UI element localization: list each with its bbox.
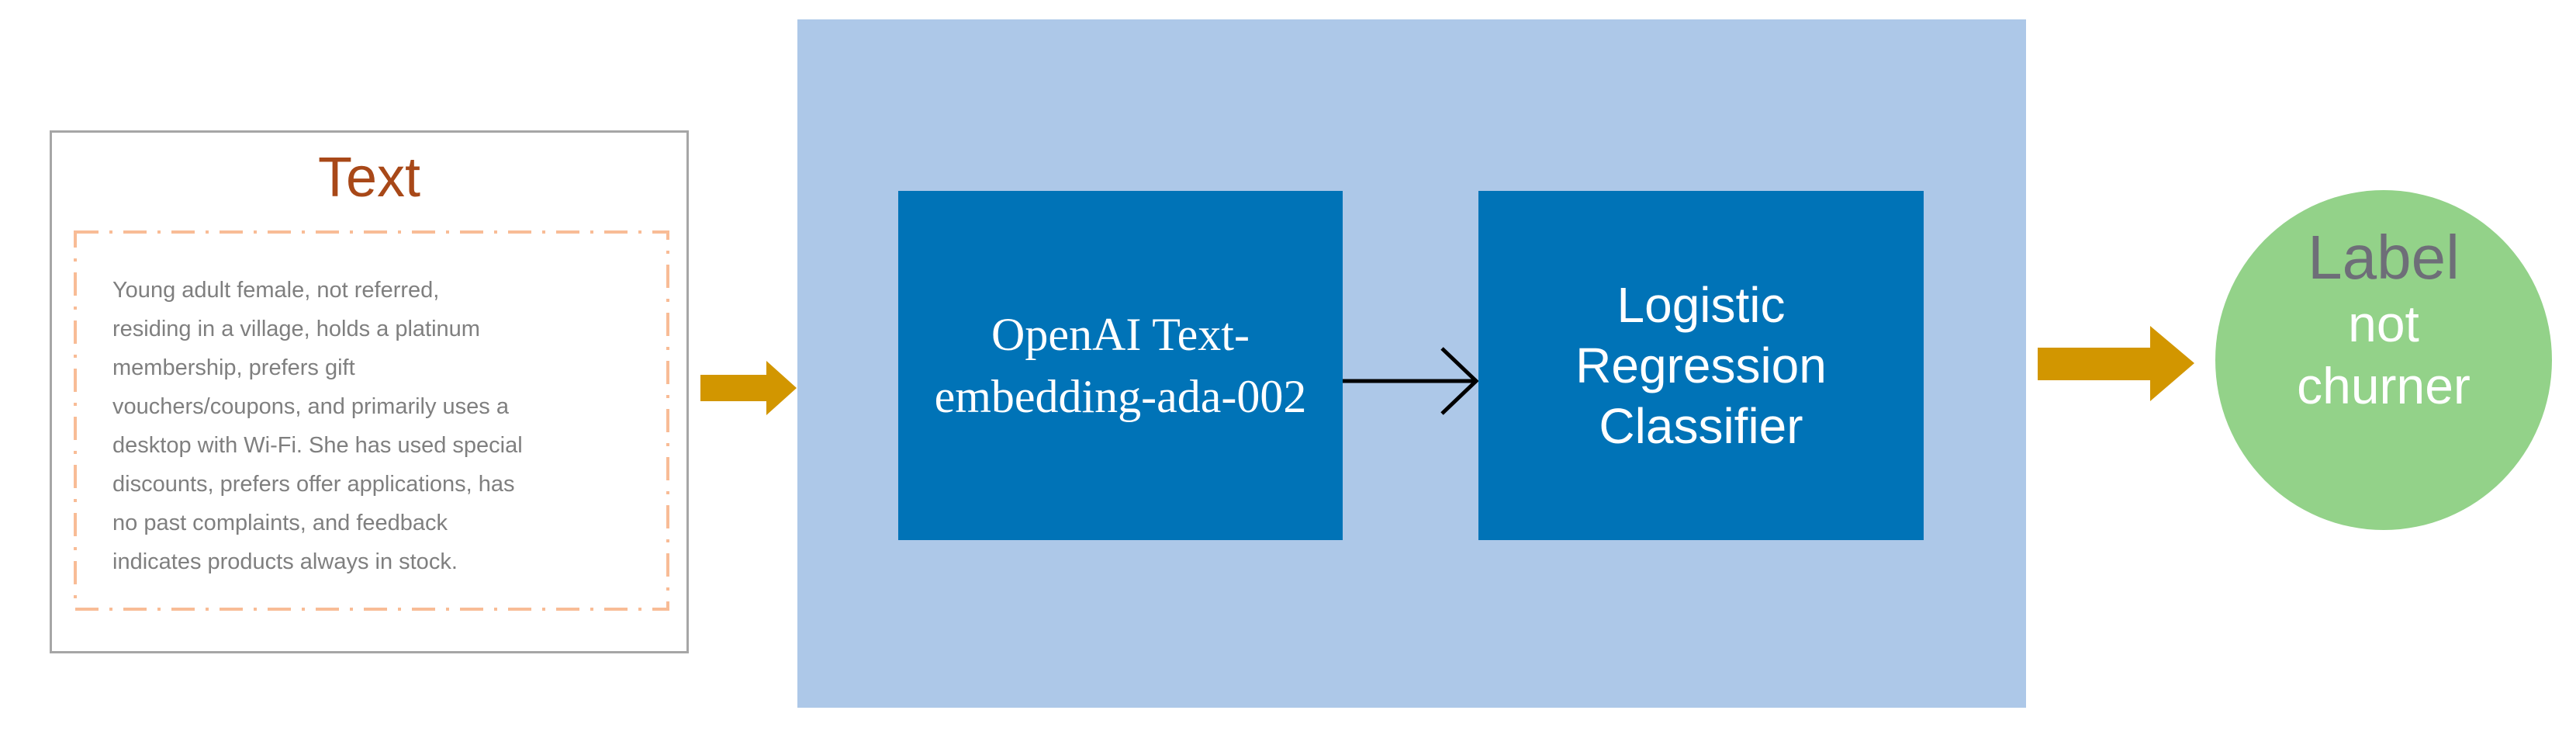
output-label-title: Label — [2308, 223, 2460, 292]
input-text-line: Young adult female, not referred, — [112, 278, 440, 303]
input-text-title: Text — [317, 147, 421, 209]
input-text-line: membership, prefers gift — [112, 355, 355, 380]
output-label-text: Label not churner — [2215, 223, 2552, 417]
input-text-line: no past complaints, and feedback — [112, 511, 448, 535]
output-flow-arrow-icon — [2038, 326, 2194, 401]
embedding-to-classifier-arrow-icon — [1343, 347, 1479, 415]
classifier-label-line: Classifier — [1599, 398, 1803, 454]
input-text-line: desktop with Wi-Fi. She has used special — [112, 433, 523, 458]
classifier-label-line: Regression — [1575, 338, 1827, 393]
output-label-value-line: churner — [2297, 357, 2471, 414]
input-text-line: vouchers/coupons, and primarily uses a — [112, 394, 509, 419]
input-text-line: residing in a village, holds a platinum — [112, 317, 480, 341]
model-pipeline-panel: OpenAI Text- embedding-ada-002 Logistic … — [797, 19, 2026, 708]
classifier-box: Logistic Regression Classifier — [1478, 191, 1924, 540]
embedding-model-label-line: OpenAI Text- — [991, 309, 1250, 360]
output-label-value-line: not — [2348, 295, 2419, 352]
classifier-label-line: Logistic — [1616, 277, 1786, 333]
embedding-model-box: OpenAI Text- embedding-ada-002 — [898, 191, 1343, 540]
dash-dot-border — [74, 230, 669, 611]
embedding-model-label-line: embedding-ada-002 — [934, 371, 1307, 422]
input-text-line: discounts, prefers offer applications, h… — [112, 472, 515, 497]
input-text-line: indicates products always in stock. — [112, 549, 458, 574]
input-text-body: Young adult female, not referred, residi… — [112, 271, 640, 581]
input-flow-arrow-icon — [700, 361, 797, 415]
output-label-circle: Label not churner — [2215, 190, 2552, 530]
input-text-card: Text Young adult female, not referred, r… — [50, 130, 689, 653]
